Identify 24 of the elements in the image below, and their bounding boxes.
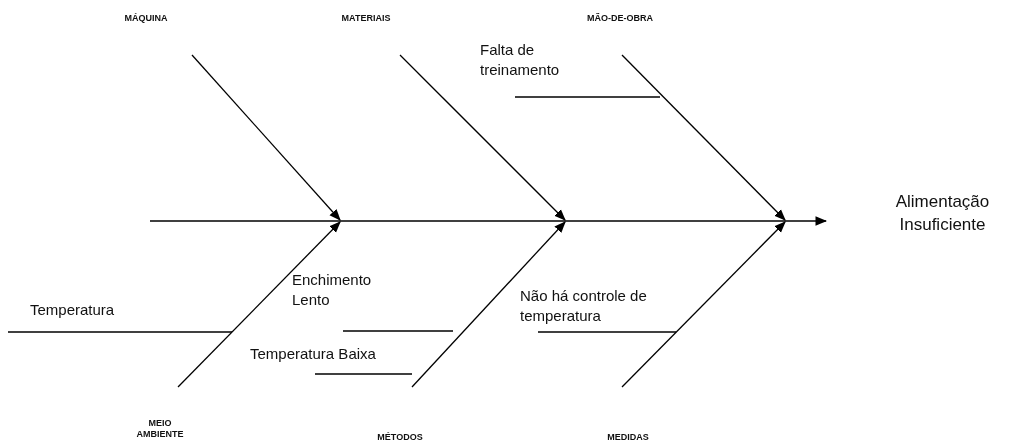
cause-label: Falta de treinamento: [480, 40, 561, 80]
cause-label: Temperatura Baixa: [250, 344, 377, 364]
branch-line: [314, 373, 413, 375]
arrow: [191, 54, 341, 221]
arrow: [149, 216, 828, 226]
arrow: [177, 221, 341, 388]
category-label: MÁQUINA: [123, 13, 169, 24]
branch-line: [537, 331, 677, 333]
cause-label: Não há controle de temperatura: [520, 286, 648, 326]
arrow: [411, 221, 566, 388]
cause-label: Enchimento Lento: [292, 270, 373, 310]
category-label: MÉTODOS: [376, 432, 424, 443]
branch-line: [342, 330, 454, 332]
category-label: MEIO AMBIENTE: [135, 418, 185, 440]
branch-line: [7, 331, 233, 333]
category-label: MÃO-DE-OBRA: [586, 13, 654, 24]
branch-line: [514, 96, 661, 98]
category-label: MATERIAIS: [340, 13, 392, 24]
category-label: MEDIDAS: [606, 432, 650, 443]
arrow: [621, 54, 786, 221]
arrow: [621, 221, 786, 388]
effect-label: Alimentação Insuficiente: [894, 191, 991, 236]
arrow: [399, 54, 566, 221]
cause-label: Temperatura: [30, 300, 116, 320]
